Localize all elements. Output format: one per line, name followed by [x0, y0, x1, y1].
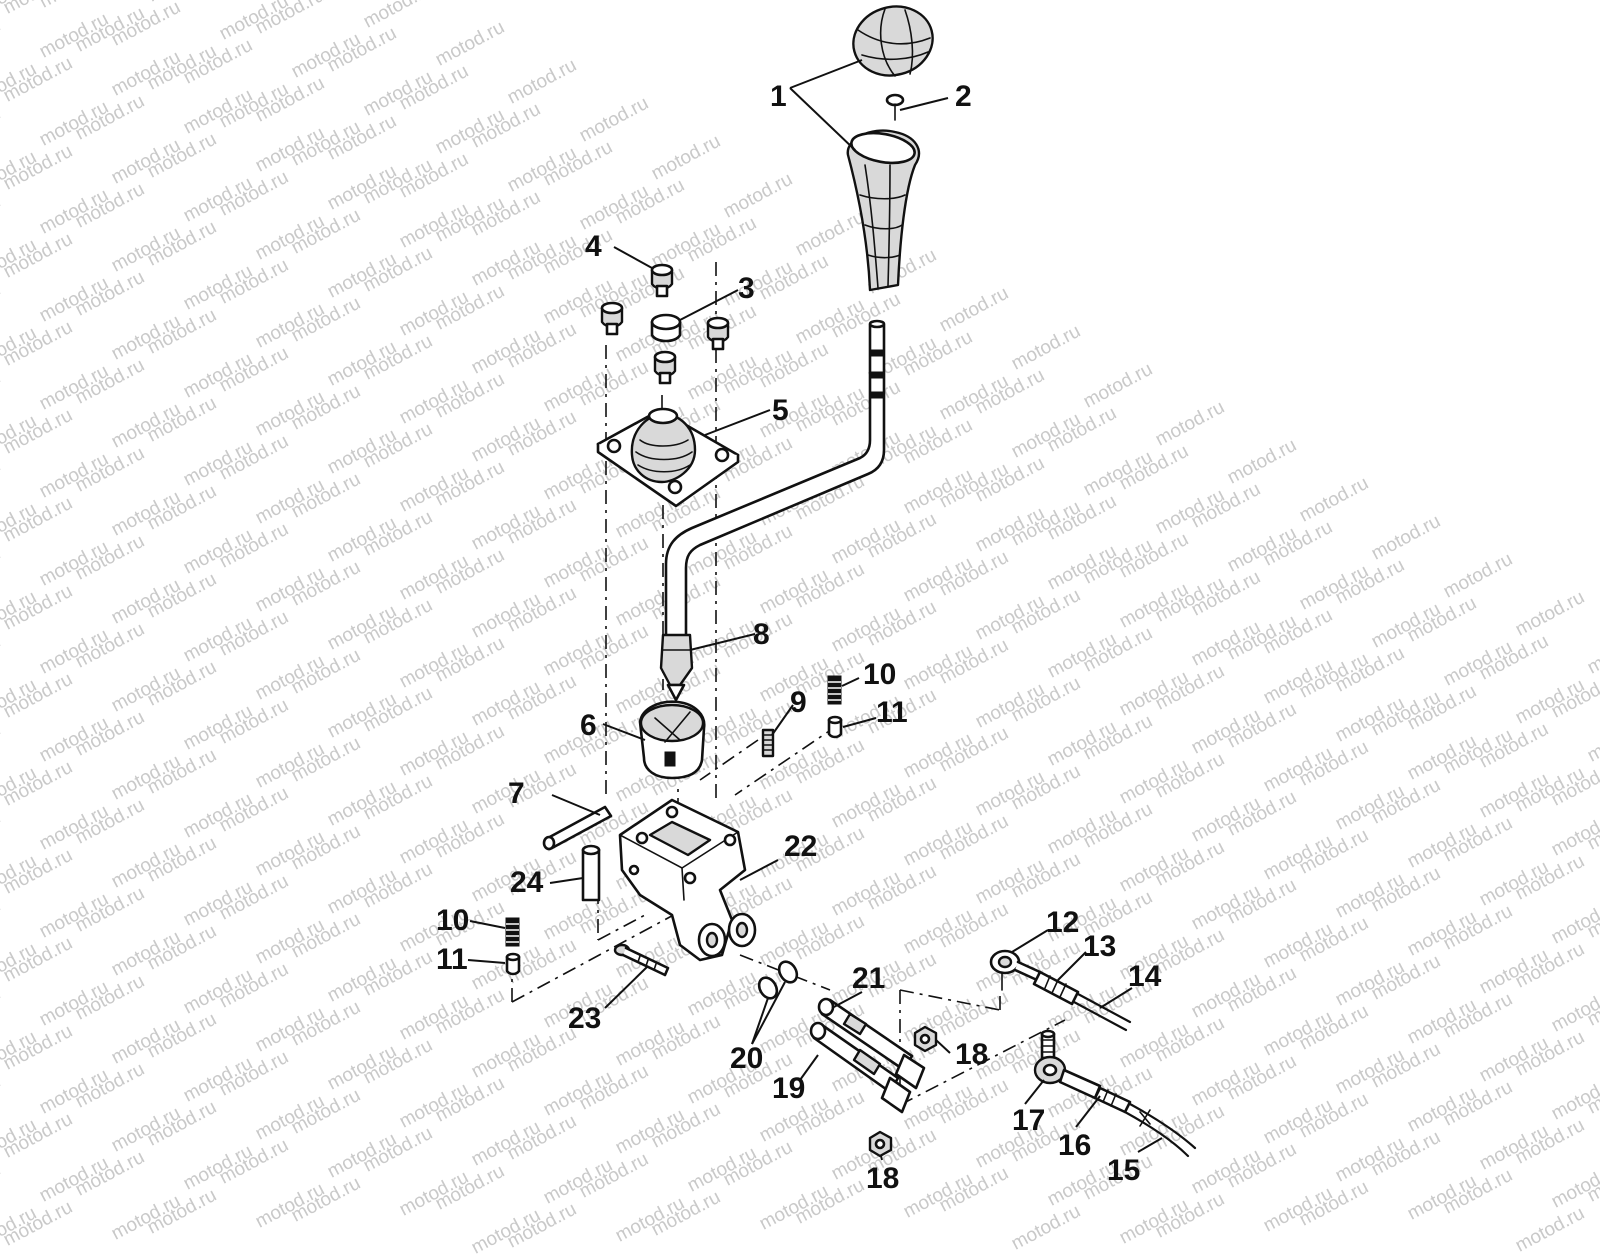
detent-pin-lower	[505, 952, 521, 976]
callout-10-upper: 10	[863, 658, 896, 691]
shift-rail-21	[817, 997, 926, 1090]
callout-13: 13	[1083, 930, 1116, 963]
shift-lever	[659, 319, 886, 702]
callout-8: 8	[753, 618, 770, 651]
knob-screw	[885, 93, 905, 121]
callout-3: 3	[738, 272, 755, 305]
callout-11-upper: 11	[876, 696, 908, 729]
roll-pin	[542, 805, 613, 851]
callout-18-upper: 18	[955, 1038, 988, 1071]
shift-knob-cap	[852, 5, 934, 77]
callout-22: 22	[784, 830, 817, 863]
callout-18-lower: 18	[866, 1162, 899, 1195]
callout-19: 19	[772, 1072, 805, 1105]
shift-rail-19	[809, 1021, 912, 1114]
shift-cable-15	[1123, 1102, 1197, 1158]
cable-end-13	[1032, 970, 1080, 1006]
dowel-pin	[581, 844, 601, 902]
callout-4: 4	[585, 230, 602, 263]
callout-12: 12	[1046, 906, 1079, 939]
watermark-text: motod.ru	[1512, 1202, 1589, 1257]
callout-10-lower: 10	[436, 904, 469, 937]
detent-spring-upper	[827, 675, 842, 705]
callout-5: 5	[772, 394, 789, 427]
shift-knob-body	[846, 129, 921, 292]
shift-boot-plate	[596, 407, 740, 508]
housing-bolt	[613, 943, 670, 977]
callout-6: 6	[580, 709, 597, 742]
ball-joint-17	[1033, 1029, 1067, 1085]
callout-9: 9	[790, 686, 807, 719]
shifter-housing	[618, 798, 757, 962]
detent-pin-upper	[827, 715, 843, 739]
lock-nut-lower	[868, 1130, 893, 1158]
selector-cup	[638, 700, 706, 780]
callout-23: 23	[568, 1002, 601, 1035]
callout-1: 1	[770, 80, 787, 113]
lock-nut-upper	[913, 1025, 938, 1053]
callout-7: 7	[508, 777, 525, 810]
callout-17: 17	[1012, 1104, 1045, 1137]
mounting-bolts	[600, 263, 730, 385]
callout-labels: 1 2 3 4 5 6 7 8 9 10 10 11 11 12 13 14 1…	[436, 80, 1162, 1195]
detent-spring	[761, 728, 775, 758]
bushing-ring	[650, 313, 682, 343]
cable-end-16	[1058, 1068, 1132, 1114]
diagram-canvas: 1 2 3 4 5 6 7 8 9 10 10 11 11 12 13 14 1…	[436, 5, 1197, 1195]
callout-16: 16	[1058, 1129, 1091, 1162]
callout-20: 20	[730, 1042, 763, 1075]
callout-2: 2	[955, 80, 972, 113]
callout-14: 14	[1128, 960, 1162, 993]
detent-spring-lower	[505, 917, 520, 947]
watermark-text: motod.ru	[1008, 1200, 1085, 1255]
ball-joint-12	[989, 949, 1042, 991]
washers	[757, 960, 799, 1000]
callout-24: 24	[510, 866, 544, 899]
shift-cable-14	[1072, 992, 1132, 1032]
leader-lines	[467, 59, 1163, 1161]
callout-15: 15	[1107, 1154, 1140, 1187]
callout-11-lower: 11	[436, 943, 468, 976]
callout-21: 21	[852, 962, 885, 995]
